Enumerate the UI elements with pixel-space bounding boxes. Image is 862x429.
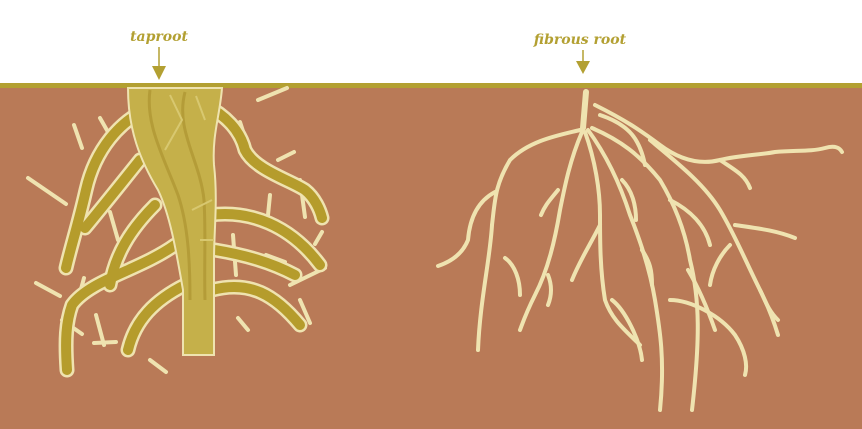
fibrous-pointer-arrow <box>576 50 590 74</box>
fibrous-root-system <box>436 89 844 412</box>
soil <box>0 86 862 429</box>
taproot-pointer-arrow <box>152 47 166 80</box>
taproot-system <box>26 86 330 378</box>
taproot-main <box>126 87 224 356</box>
taproot-label: taproot <box>130 29 188 45</box>
fibrous-root-label: fibrous root <box>533 32 627 48</box>
ground-line <box>0 83 862 88</box>
taproot-laterals <box>61 100 327 375</box>
